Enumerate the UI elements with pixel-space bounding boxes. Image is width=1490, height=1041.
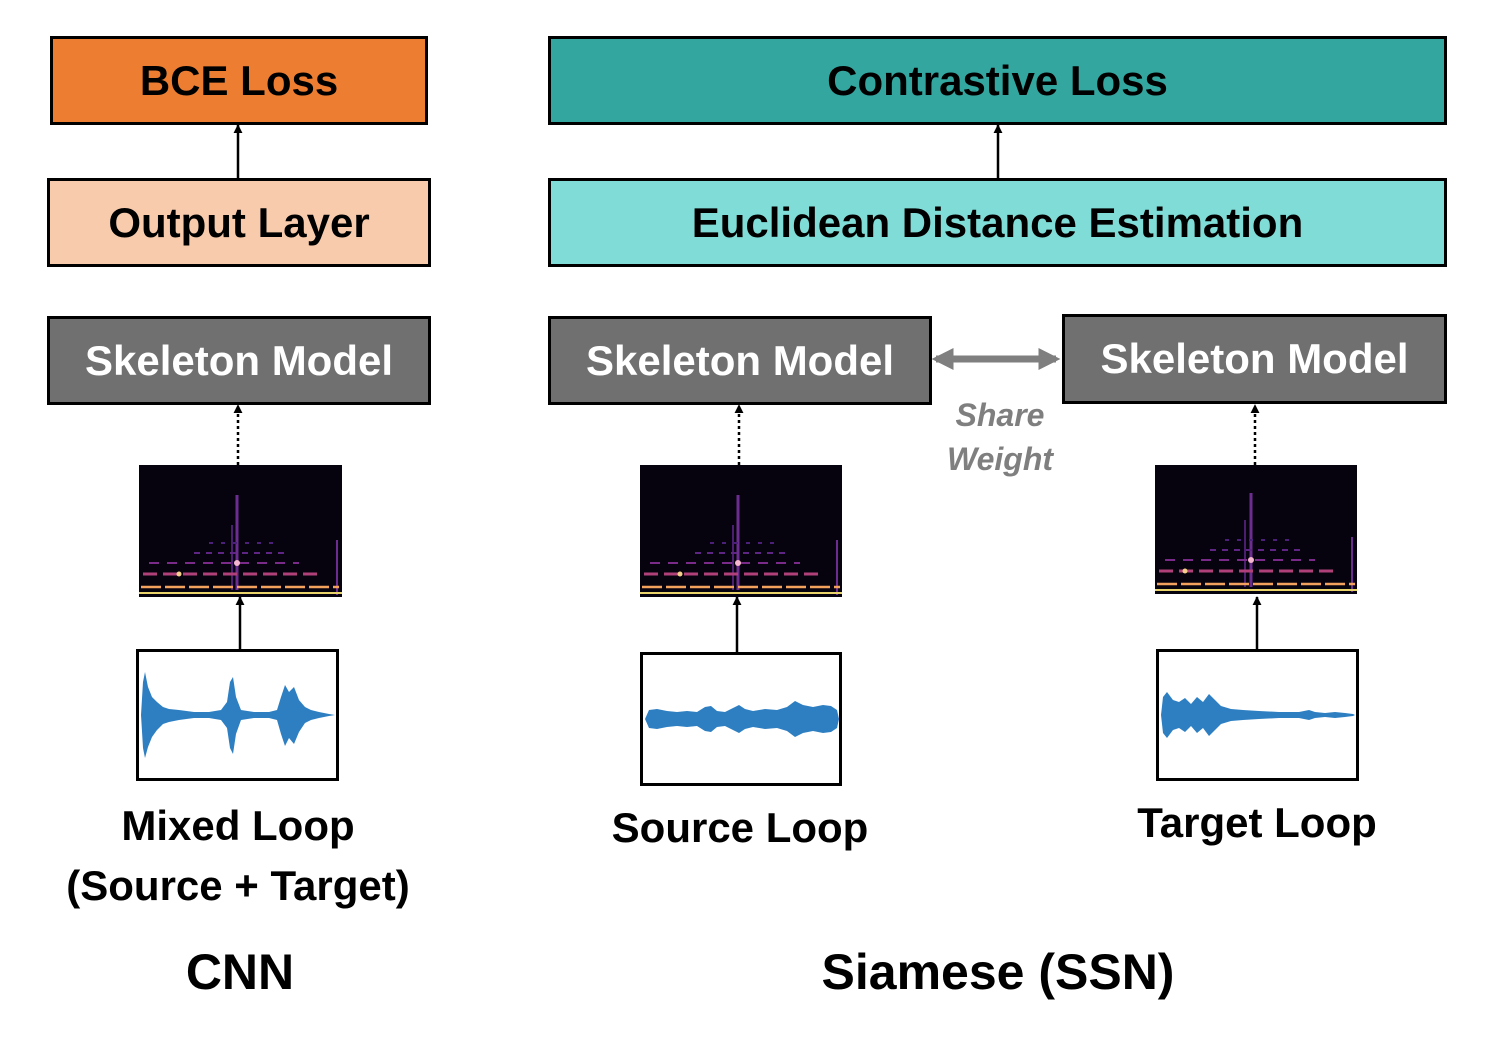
spectrogram-target-graphic bbox=[1155, 465, 1357, 594]
waveform-target bbox=[1156, 649, 1359, 781]
contrastive-loss-label: Contrastive Loss bbox=[827, 56, 1168, 104]
spectrogram-source-graphic bbox=[640, 465, 842, 597]
spectrogram-cnn bbox=[139, 465, 342, 597]
waveform-source bbox=[640, 652, 842, 786]
bce-loss-label: BCE Loss bbox=[139, 56, 339, 104]
waveform-mixed bbox=[136, 649, 339, 781]
mixed-loop-label-line2: (Source + Target) bbox=[66, 862, 410, 909]
share-weight-label: Share Weight bbox=[920, 393, 1080, 481]
share-weight-line1: Share bbox=[955, 397, 1045, 433]
euclidean-distance-label: Euclidean Distance Estimation bbox=[691, 198, 1304, 246]
mixed-loop-label-line1: Mixed Loop bbox=[121, 802, 355, 849]
mixed-loop-label: Mixed Loop (Source + Target) bbox=[0, 796, 476, 916]
skeleton-model-target-label: Skeleton Model bbox=[1100, 335, 1409, 382]
cnn-title: CNN bbox=[185, 944, 295, 1000]
source-loop-label: Source Loop bbox=[611, 804, 869, 851]
skeleton-model-cnn: Skeleton Model bbox=[47, 316, 431, 405]
siamese-title: Siamese (SSN) bbox=[821, 944, 1175, 1000]
output-layer-label: Output Layer bbox=[108, 198, 370, 246]
skeleton-model-target: Skeleton Model bbox=[1062, 314, 1447, 404]
bce-loss-box: BCE Loss bbox=[50, 36, 428, 125]
waveform-mixed-graphic bbox=[141, 672, 335, 758]
waveform-source-graphic bbox=[645, 701, 839, 737]
share-weight-line2: Weight bbox=[946, 441, 1054, 477]
skeleton-model-cnn-label: Skeleton Model bbox=[84, 336, 394, 384]
skeleton-model-source: Skeleton Model bbox=[548, 316, 932, 405]
waveform-target-graphic bbox=[1161, 692, 1355, 738]
contrastive-loss-box: Contrastive Loss bbox=[548, 36, 1447, 125]
euclidean-distance-box: Euclidean Distance Estimation bbox=[548, 178, 1447, 267]
spectrogram-target bbox=[1155, 465, 1357, 594]
output-layer-box: Output Layer bbox=[47, 178, 431, 267]
spectrogram-source bbox=[640, 465, 842, 597]
target-loop-label: Target Loop bbox=[1137, 799, 1377, 846]
spectrogram-cnn-graphic bbox=[139, 465, 342, 597]
skeleton-model-source-label: Skeleton Model bbox=[585, 336, 895, 384]
